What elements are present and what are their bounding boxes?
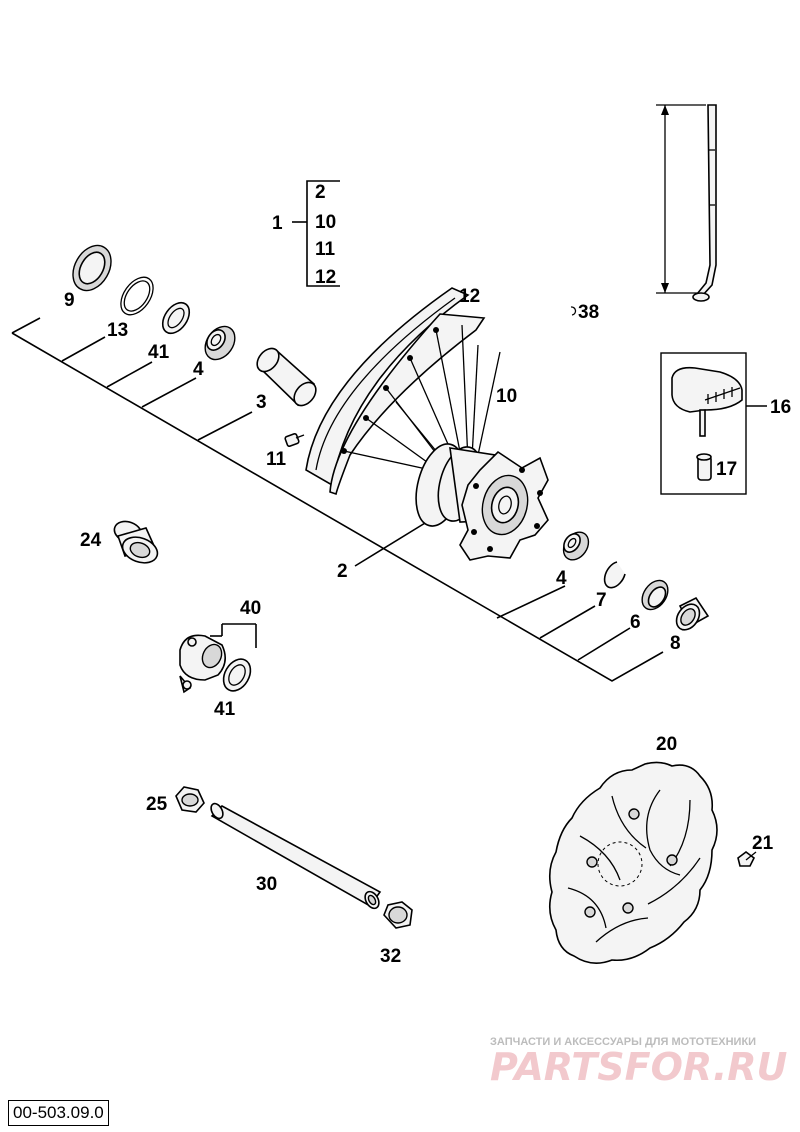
callout-labels: 1 2 10 11 12 9 13 41 4 3 11 12 10 38 16 …	[64, 182, 791, 967]
part-3-spacer	[256, 347, 317, 407]
label-part-16: 16	[770, 397, 791, 418]
watermark-brand: PARTSFOR.RU	[490, 1045, 788, 1089]
part-1-bracket	[292, 180, 340, 287]
part-40-drive	[179, 623, 257, 694]
label-part-32: 32	[380, 946, 401, 967]
label-part-8: 8	[670, 633, 681, 654]
label-part-2: 2	[337, 561, 348, 582]
part-7-circlip	[603, 561, 626, 589]
label-part-30: 30	[256, 874, 277, 895]
part-4-bearing-bottom	[562, 531, 590, 561]
part-16-box	[660, 352, 767, 495]
part-41-circlip-bottom	[222, 658, 252, 692]
part-11-bolt	[284, 433, 305, 447]
watermark: ЗАПЧАСТИ И АКСЕССУАРЫ ДЛЯ МОТОТЕХНИКИ PA…	[490, 1036, 788, 1089]
label-part-20: 20	[656, 734, 677, 755]
label-part-38: 38	[578, 302, 599, 323]
label-part-3: 3	[256, 392, 267, 413]
label-part-40: 40	[240, 598, 261, 619]
label-part-9: 9	[64, 290, 75, 311]
label-part-1: 1	[272, 213, 283, 234]
part-41-circlip-top	[161, 301, 191, 335]
label-part-25: 25	[146, 794, 168, 815]
label-part-24: 24	[80, 530, 102, 551]
label-part-10: 10	[496, 386, 517, 407]
part-30-axle	[210, 802, 382, 910]
axis-leader-lines	[11, 317, 664, 682]
part-13-ring	[120, 276, 154, 316]
spoke-ruler	[656, 104, 717, 302]
label-part-41-bottom: 41	[214, 699, 236, 720]
label-part-21: 21	[752, 833, 774, 854]
part-6-seal	[641, 579, 669, 611]
label-part-17: 17	[716, 459, 737, 480]
part-32-nut	[383, 901, 413, 929]
part-20-brake-disc	[548, 761, 718, 964]
part-24-spacer	[113, 520, 159, 564]
label-part-41-top: 41	[148, 342, 170, 363]
part-4-bearing-top	[204, 325, 236, 361]
label-part-6: 6	[630, 612, 641, 633]
label-part-1-sub-12: 12	[315, 267, 336, 288]
part-8-spacer	[675, 596, 710, 631]
label-part-1-sub-2: 2	[315, 182, 326, 203]
part-21-bolt	[737, 851, 757, 867]
label-part-11: 11	[266, 449, 287, 470]
label-part-4-top: 4	[193, 359, 204, 380]
watermark-tagline: ЗАПЧАСТИ И АКСЕССУАРЫ ДЛЯ МОТОТЕХНИКИ	[490, 1036, 756, 1048]
label-part-1-sub-10: 10	[315, 212, 336, 233]
wheel-assembly	[305, 287, 549, 561]
label-part-7: 7	[596, 590, 607, 611]
part-25-nut	[175, 786, 205, 813]
drawing-code: 00-503.09.0	[8, 1100, 109, 1126]
label-part-13: 13	[107, 320, 128, 341]
part-9-seal	[72, 244, 112, 292]
label-part-1-sub-11: 11	[315, 239, 336, 260]
label-part-4-bottom: 4	[556, 568, 567, 589]
label-part-12: 12	[459, 286, 480, 307]
part-38-nipple	[570, 306, 577, 316]
